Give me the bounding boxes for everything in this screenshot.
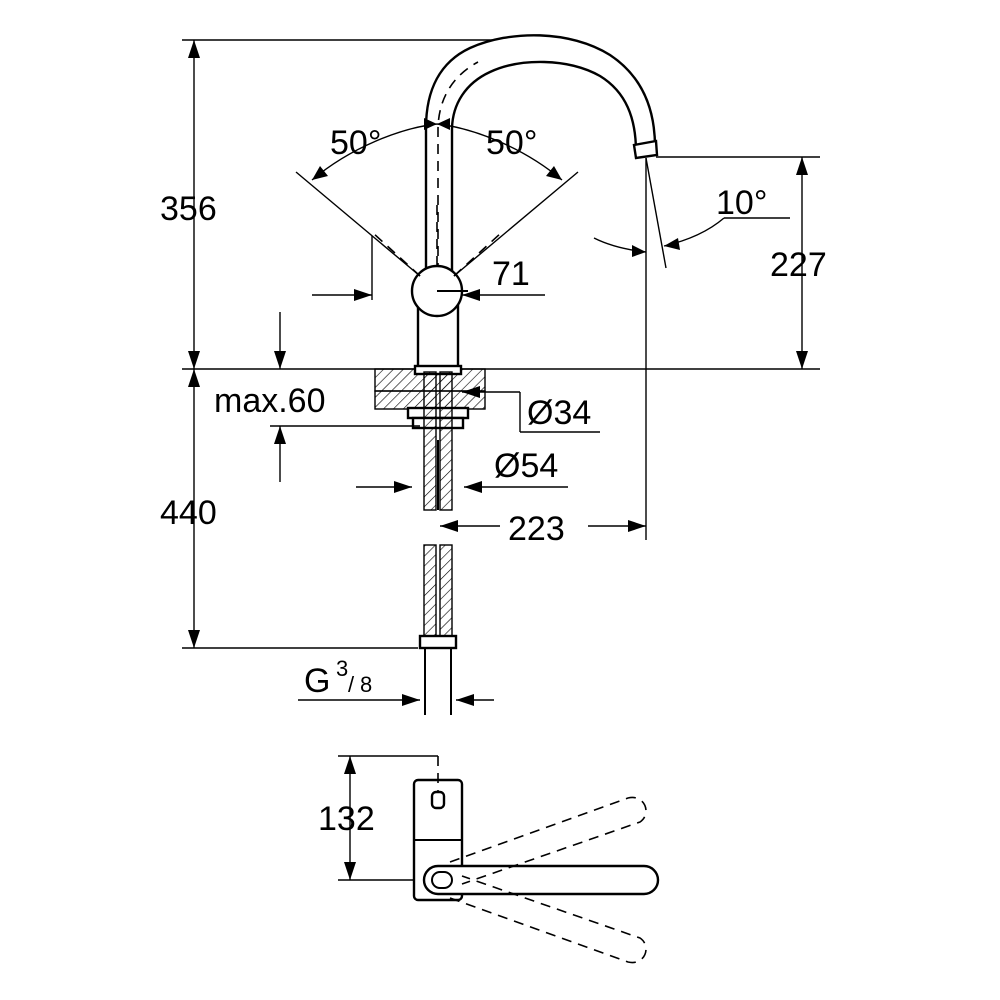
dim-132-arrow-bottom	[344, 862, 356, 880]
mounting-washer	[411, 416, 465, 430]
dim-60-label: max.60	[214, 382, 326, 420]
side-view	[182, 34, 820, 715]
spout-angle-arrow-right	[664, 238, 680, 250]
lever-right-position	[453, 231, 503, 277]
hose-left-lower	[423, 544, 437, 641]
top-view-lever-down-position	[449, 875, 647, 964]
top-view: 132	[318, 755, 660, 964]
dim-60-arrow-top	[274, 351, 286, 369]
hose-right-lower	[439, 544, 453, 641]
hose-fitting	[418, 634, 458, 650]
arc-arrow-left	[312, 166, 328, 180]
angle-right-label: 50°	[486, 124, 537, 162]
thread-numerator-label: 3	[336, 656, 348, 681]
thread-slash: /	[348, 672, 355, 697]
dim-223-label: 223	[508, 510, 565, 548]
arc-arrow-center-right	[437, 118, 450, 130]
dim-60-arrow-bottom	[274, 426, 286, 444]
thread-prefix-label: G	[304, 662, 330, 700]
dim-356-label: 356	[160, 190, 217, 228]
spout-centerline	[437, 61, 479, 290]
dim-356-arrow-top	[188, 40, 200, 58]
top-view-lever	[422, 864, 660, 896]
dim-356-arrow-bottom	[188, 351, 200, 369]
dim-440-arrow-bottom	[188, 630, 200, 648]
dim-thread-arrow-right	[456, 694, 474, 706]
mounting-nut	[406, 406, 470, 420]
thread-denominator-label: 8	[360, 672, 372, 697]
dim-132-label: 132	[318, 800, 375, 838]
dim-71-arrow-right	[462, 289, 480, 301]
dim-132-arrow-top	[344, 756, 356, 774]
arc-arrow-center-left	[424, 118, 437, 130]
dim-223-arrow-left	[440, 520, 458, 532]
dim-34-arrow	[462, 386, 480, 398]
dim-440-arrow-top	[188, 369, 200, 387]
angle-ref-left	[295, 171, 421, 277]
dim-thread-arrow-left	[402, 694, 420, 706]
dim-227-arrow-bottom	[796, 351, 808, 369]
spout-angle-label: 10°	[716, 184, 767, 222]
dim-223-arrow-right	[628, 520, 646, 532]
dim-227-arrow-top	[796, 157, 808, 175]
dimensions: 356 227 440 max.60 71 Ø34	[160, 40, 827, 706]
base-ring	[413, 364, 463, 376]
dim-71-label: 71	[492, 255, 530, 293]
hose-right-upper	[439, 371, 453, 511]
angle-ref-right	[453, 171, 579, 277]
dim-227-label: 227	[770, 246, 827, 284]
dim-54-label: Ø54	[494, 447, 558, 485]
hose-left-upper	[423, 371, 437, 511]
lever-left-position	[371, 231, 421, 277]
top-view-lever-hub	[431, 871, 453, 889]
spout-aerator	[632, 139, 659, 160]
spout-angle-arrow-left	[632, 245, 646, 257]
arc-arrow-right	[546, 166, 562, 180]
dim-440-label: 440	[160, 494, 217, 532]
dim-54-arrow-left	[394, 481, 412, 493]
angle-left-label: 50°	[330, 124, 381, 162]
top-view-lever-up-position	[449, 796, 647, 885]
dim-71-arrow-left	[354, 289, 372, 301]
spout-angle-line	[645, 157, 667, 269]
dim-54-arrow-right	[464, 481, 482, 493]
dim-34-label: Ø34	[527, 394, 591, 432]
top-view-aerator	[430, 790, 446, 810]
